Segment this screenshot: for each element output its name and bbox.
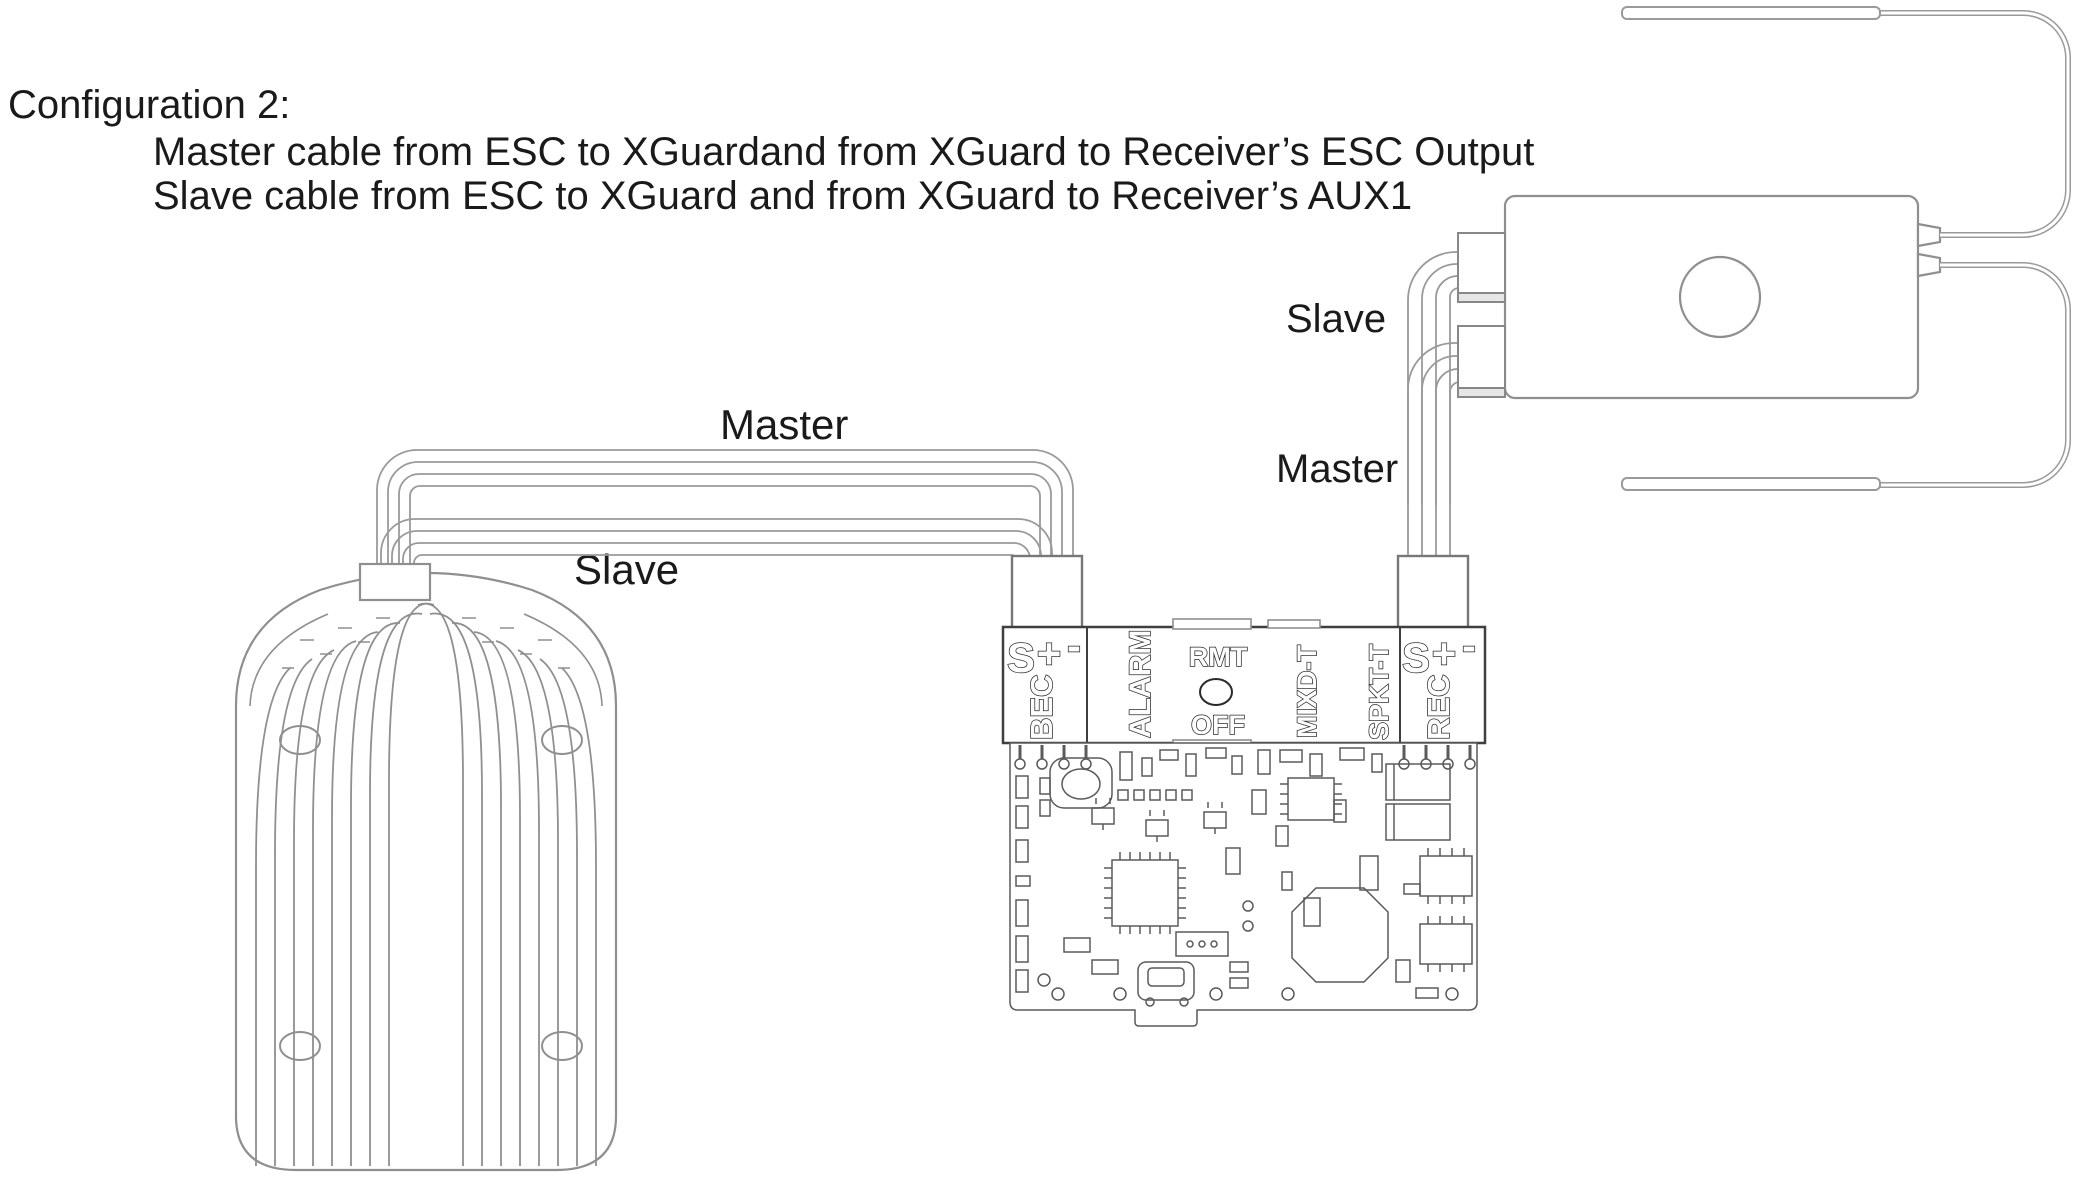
xguard-port-strip: S + - BEC ALARM RMT OFF MIXD-T SPKT-T S … xyxy=(1001,618,1487,751)
rec-pin-s-label: S xyxy=(1402,634,1430,681)
master-cable-label-left: Master xyxy=(720,401,849,448)
master-cable-to-aux1 xyxy=(1407,342,1461,505)
mixd-t-port-label: MIXD-T xyxy=(1292,645,1322,738)
bec-pin-minus-label: - xyxy=(1067,622,1081,669)
xguard-pcb-outline xyxy=(1009,742,1478,1027)
master-cable-label-right: Master xyxy=(1276,447,1399,491)
bec-pin-s-label: S xyxy=(1007,634,1035,681)
off-label: OFF xyxy=(1191,710,1245,740)
antenna-stub-bottom xyxy=(1916,252,1942,278)
config-line-slave: Slave cable from ESC to XGuard and from … xyxy=(153,174,1413,218)
xguard-rec-plug xyxy=(1396,554,1470,630)
esc-heatsink-fins xyxy=(255,602,597,1166)
rec-port-label: REC xyxy=(1421,675,1456,740)
xguard-to-receiver-cables xyxy=(1407,251,1461,580)
slave-cable-to-esc-output xyxy=(1407,251,1460,580)
rec-pin-minus-label: - xyxy=(1462,622,1476,669)
rmt-off-button xyxy=(1199,678,1233,706)
bec-port-label: BEC xyxy=(1024,675,1059,740)
esc-to-xguard-cables xyxy=(376,449,1074,580)
receiver-case xyxy=(1503,194,1920,400)
receiver-connectors xyxy=(1457,232,1506,398)
antenna-stub-top xyxy=(1916,222,1942,248)
receiver-antenna-top xyxy=(1621,6,2071,238)
plug-solder-pins xyxy=(1014,745,1476,770)
config-title: Configuration 2: xyxy=(8,83,291,127)
alarm-port-label: ALARM xyxy=(1124,630,1157,738)
xguard-bec-plug xyxy=(1010,554,1084,630)
config-line-master: Master cable from ESC to XGuardand from … xyxy=(153,130,1535,174)
spkt-t-port-label: SPKT-T xyxy=(1364,643,1394,740)
receiver-aux1-connector xyxy=(1457,325,1506,398)
receiver-esc-output-connector xyxy=(1457,232,1506,303)
bec-pin-plus-label: + xyxy=(1037,630,1062,677)
xguard-plugs xyxy=(1010,554,1470,630)
antenna-active-tip-bottom xyxy=(1621,477,1881,491)
master-cable-ribbon xyxy=(376,449,1074,580)
receiver-antenna-bottom xyxy=(1621,262,2071,491)
esc-connector xyxy=(358,562,432,602)
receiver-device xyxy=(1503,6,2071,491)
esc-screw-holes xyxy=(279,725,583,1061)
slave-cable-ribbon xyxy=(380,518,1053,580)
esc-body-outline xyxy=(234,571,618,1172)
receiver-bind-button xyxy=(1678,255,1762,339)
rmt-label: RMT xyxy=(1189,642,1248,672)
esc-device xyxy=(234,571,618,1172)
xguard-pcb xyxy=(1009,742,1478,1027)
rec-pin-plus-label: + xyxy=(1432,630,1457,677)
xguard-pcb-components xyxy=(1015,747,1473,1007)
antenna-active-tip-top xyxy=(1621,6,1881,20)
slave-cable-label-right: Slave xyxy=(1286,297,1387,341)
